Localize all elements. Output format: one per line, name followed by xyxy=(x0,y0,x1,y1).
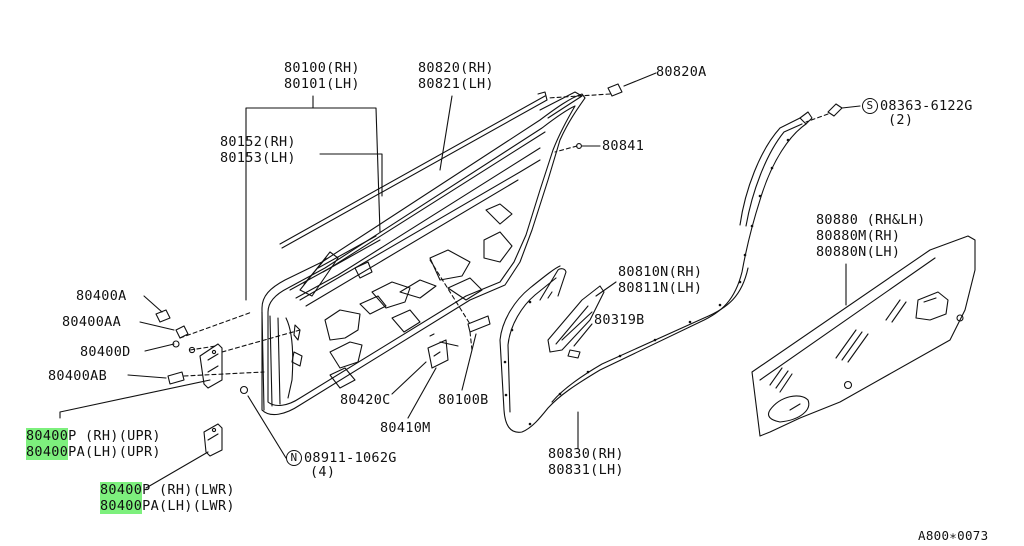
corner-finisher xyxy=(547,285,605,353)
label-80811n: 80811N(LH) xyxy=(618,280,703,296)
striker xyxy=(467,315,491,333)
label-80830-rh: 80830(RH) xyxy=(548,446,624,462)
label-nut-qty: (4) xyxy=(310,464,336,480)
label-80841: 80841 xyxy=(602,138,645,154)
label-80831-lh: 80831(LH) xyxy=(548,462,624,478)
screw-code: 08363-6122G xyxy=(880,98,973,114)
label-80153-lh: 80153(LH) xyxy=(220,150,296,166)
moulding-strip xyxy=(317,235,381,273)
door-shell xyxy=(261,91,586,416)
highlighted-part-number: 80400 xyxy=(100,482,143,498)
label-80400a: 80400A xyxy=(76,288,127,304)
label-80400ab: 80400AB xyxy=(48,368,107,384)
label-80400d: 80400D xyxy=(80,344,131,360)
label-80880m: 80880M(RH) xyxy=(816,228,901,244)
label-80101-lh: 80101(LH) xyxy=(284,76,360,92)
label-80410m: 80410M xyxy=(380,420,431,436)
label-screw-qty: (2) xyxy=(888,112,914,128)
label-80880n: 80880N(LH) xyxy=(816,244,901,260)
upper-hinge xyxy=(199,343,223,389)
door-trim-panel xyxy=(751,235,976,437)
label-80420c: 80420C xyxy=(340,392,391,408)
door-check-link xyxy=(427,333,459,369)
label-80820-rh: 80820(RH) xyxy=(418,60,494,76)
label-80100-rh: 80100(RH) xyxy=(284,60,360,76)
door-seal xyxy=(499,103,843,433)
diagram-id: A800∗0073 xyxy=(918,528,989,543)
highlighted-part-number: 80400 xyxy=(26,444,69,460)
label-hinge-upr-rh: 80400P (RH)(UPR) xyxy=(26,428,161,444)
label-80319b: 80319B xyxy=(594,312,645,328)
label-80152-rh: 80152(RH) xyxy=(220,134,296,150)
highlighted-part-number: 80400 xyxy=(100,498,143,514)
label-hinge-lwr-lh: 80400PA(LH)(LWR) xyxy=(100,498,235,514)
hinge-bolts xyxy=(155,83,623,395)
nut-symbol-icon: N xyxy=(286,450,302,466)
label-80810n: 80810N(RH) xyxy=(618,264,703,280)
nut-code: 08911-1062G xyxy=(304,450,397,466)
label-80100b: 80100B xyxy=(438,392,489,408)
label-80400aa: 80400AA xyxy=(62,314,121,330)
label-80880: 80880 (RH&LH) xyxy=(816,212,926,228)
label-80820a: 80820A xyxy=(656,64,707,80)
highlighted-part-number: 80400 xyxy=(26,428,69,444)
lower-hinge xyxy=(203,423,223,457)
screw-symbol-icon: S xyxy=(862,98,878,114)
label-80821-lh: 80821(LH) xyxy=(418,76,494,92)
outer-weatherstrip xyxy=(279,91,548,249)
label-hinge-upr-lh: 80400PA(LH)(UPR) xyxy=(26,444,161,460)
leader-lines xyxy=(59,72,861,489)
label-hinge-lwr-rh: 80400P (RH)(LWR) xyxy=(100,482,235,498)
